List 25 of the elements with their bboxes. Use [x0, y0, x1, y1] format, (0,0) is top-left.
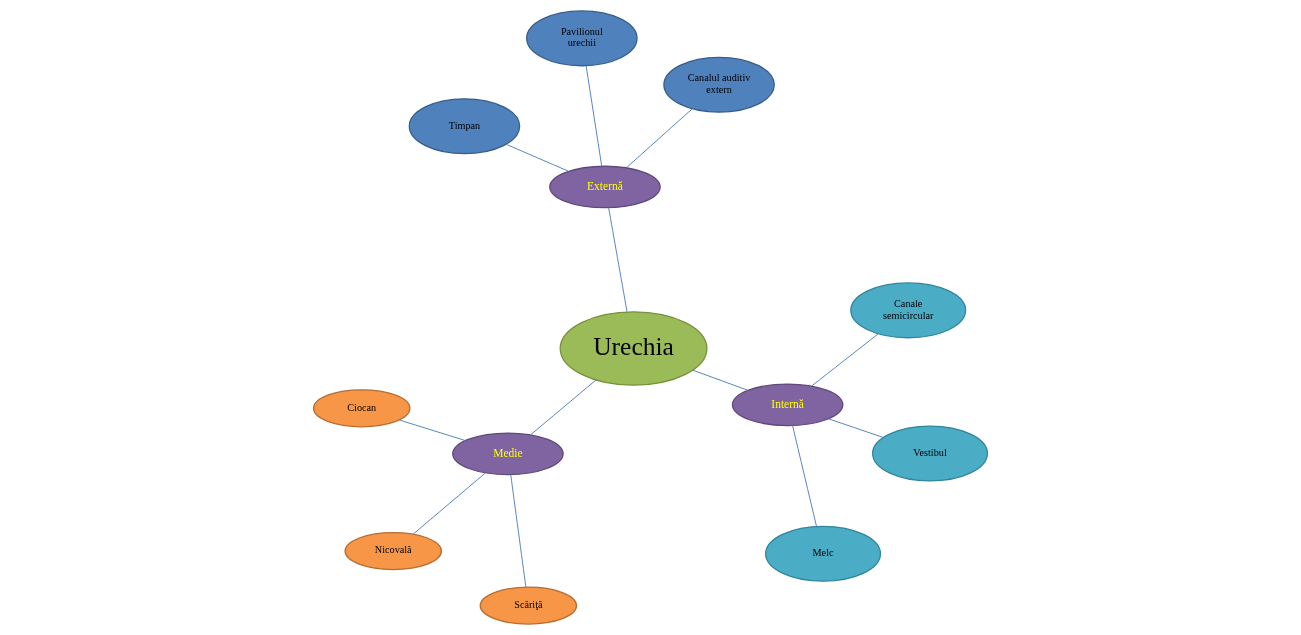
connector	[692, 369, 749, 391]
node-ellipse: Externă	[549, 165, 661, 209]
connector	[625, 108, 693, 169]
node-ellipse: Urechia	[559, 311, 708, 386]
connector	[585, 65, 603, 167]
connector	[412, 472, 487, 535]
node-ellipse: Melc	[765, 525, 882, 582]
node-ellipse: Canalul auditiv extern	[663, 56, 775, 113]
node-ellipse: Internă	[731, 383, 844, 427]
connector	[608, 207, 628, 313]
node-ellipse: Pavilionul urechii	[526, 10, 638, 67]
node-ellipse: Nicovală	[344, 531, 443, 571]
connector	[398, 419, 466, 442]
node-ellipse: Ciocan	[312, 389, 411, 428]
node-ellipse: Scăriţă	[479, 586, 578, 625]
connector	[811, 333, 879, 387]
node-ellipse: Medie	[452, 432, 564, 476]
connector	[828, 418, 884, 438]
connector	[530, 379, 597, 436]
connector	[505, 143, 570, 172]
node-ellipse: Canale semicircular	[850, 282, 967, 339]
node-ellipse: Vestibul	[872, 425, 989, 482]
connector	[510, 474, 527, 588]
connector	[792, 425, 817, 527]
node-ellipse: Timpan	[408, 98, 521, 155]
